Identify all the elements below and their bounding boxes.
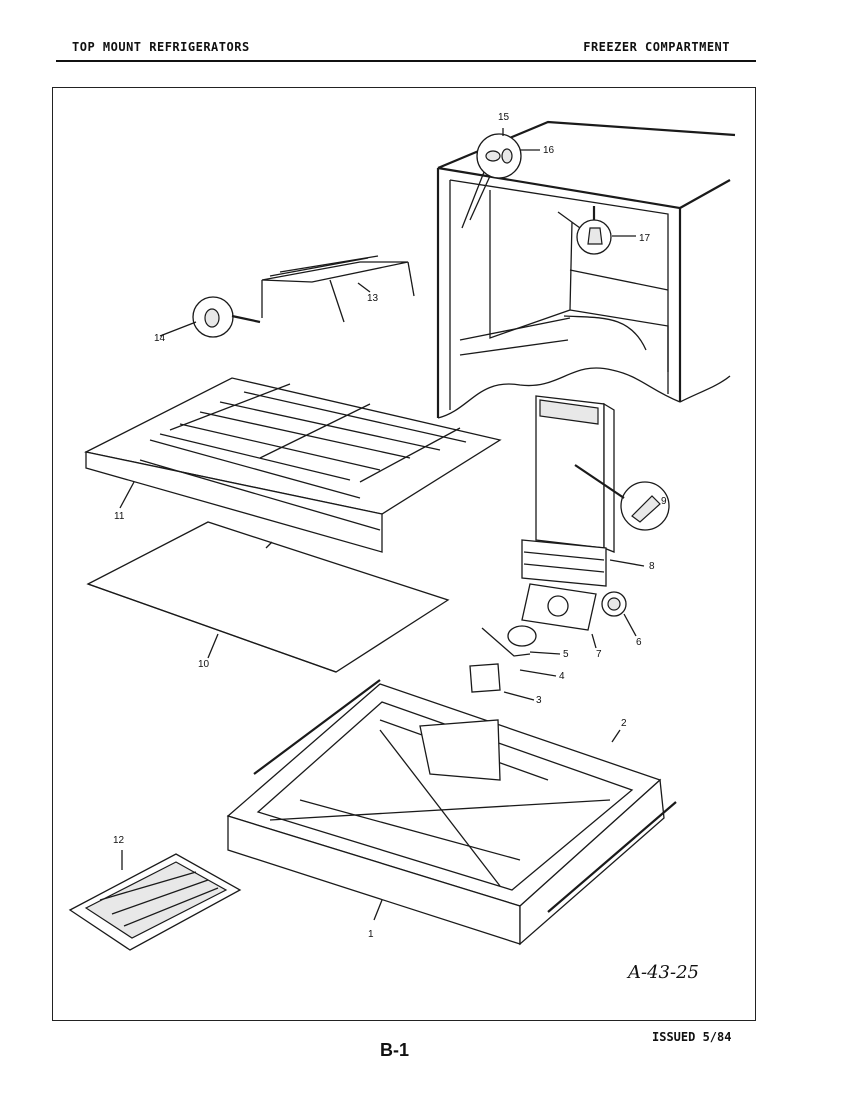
callout-11: 11: [114, 511, 125, 522]
callout-6: 6: [636, 637, 642, 648]
drawing-number: A-43-25: [628, 962, 699, 983]
diagram-frame: [52, 87, 756, 1021]
callout-2: 2: [621, 718, 627, 729]
header-rule: [56, 60, 756, 62]
screw-detail: [574, 464, 670, 531]
fan-assembly: [469, 583, 627, 693]
callout-17: 17: [639, 233, 651, 244]
callout-13: 13: [367, 293, 379, 304]
shelf-stop-detail: [192, 296, 261, 338]
callout-15: 15: [498, 112, 510, 123]
freezer-shelf: [84, 377, 502, 553]
leader-lines: [119, 128, 645, 921]
page-number: B-1: [380, 1040, 410, 1060]
callout-9: 9: [661, 496, 667, 507]
callout-4: 4: [559, 671, 565, 682]
callout-5: 5: [563, 649, 569, 660]
callout-8: 8: [649, 561, 655, 572]
light-bulb-detail: [557, 206, 612, 255]
callout-labels: 1 2 3 4 5 6 7 8 9 10 11 12 13 14 15 16 1…: [113, 112, 667, 940]
shelf-liner: [86, 521, 450, 673]
header-right-title: FREEZER COMPARTMENT: [583, 40, 730, 54]
callout-3: 3: [536, 695, 542, 706]
evaporator-cover: [521, 395, 615, 587]
callout-12: 12: [113, 835, 125, 846]
ice-tray: [68, 853, 242, 951]
header-left-title: TOP MOUNT REFRIGERATORS: [72, 40, 250, 54]
freezer-floor-pan: [226, 679, 677, 946]
callout-10: 10: [198, 659, 210, 670]
callout-16: 16: [543, 145, 555, 156]
callout-7: 7: [596, 649, 602, 660]
callout-14: 14: [154, 333, 166, 344]
light-socket-detail: [461, 133, 522, 229]
freezer-cabinet: [436, 120, 736, 419]
callout-1: 1: [368, 929, 374, 940]
issue-date: ISSUED 5/84: [652, 1030, 732, 1044]
shelf-rack: [261, 255, 415, 323]
